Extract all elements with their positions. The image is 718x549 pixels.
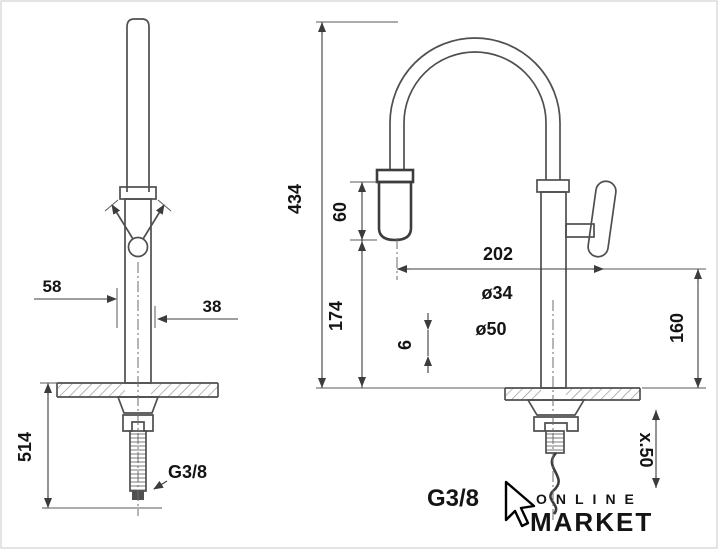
watermark-line2: MARKET [530,507,653,537]
dim-202-label: 202 [483,244,513,264]
right-view-faucet [375,37,641,520]
cursor-icon [504,480,536,528]
dim-60-label: 60 [330,202,350,222]
dia-34-label: ø34 [481,283,512,303]
right-countertop [504,387,641,401]
handle-swivel-lines [104,199,172,240]
left-view-faucet [56,18,219,516]
dim-38-label: 38 [203,297,222,316]
hose-dim-label: x.50 [636,432,656,467]
dim-58-label: 58 [43,277,62,296]
dia-50-label: ø50 [475,319,506,339]
thread-label-left: G3/8 [168,462,207,482]
thread-label-right: G3/8 [427,485,479,512]
dim-6-label: 6 [395,340,415,350]
handle-pivot [127,236,149,258]
right-view-dimensions: 434 60 174 202 ø34 ø50 6 160 x.50 G3/8 [285,21,706,512]
spray-head-collar [375,168,415,184]
spray-head [377,180,413,242]
dim-160-label: 160 [667,313,687,343]
dim-434-label: 434 [285,184,305,214]
dim-174-label: 174 [326,301,346,331]
lever-handle [587,180,617,258]
watermark: ONLINE MARKET [504,480,653,537]
watermark-line1: ONLINE [536,491,643,507]
spout-arc-inner [403,51,547,124]
dim-514-label: 514 [15,432,35,462]
left-view-dimensions: 58 38 514 G3/8 [15,277,238,509]
spout-arc-outer [389,37,561,124]
